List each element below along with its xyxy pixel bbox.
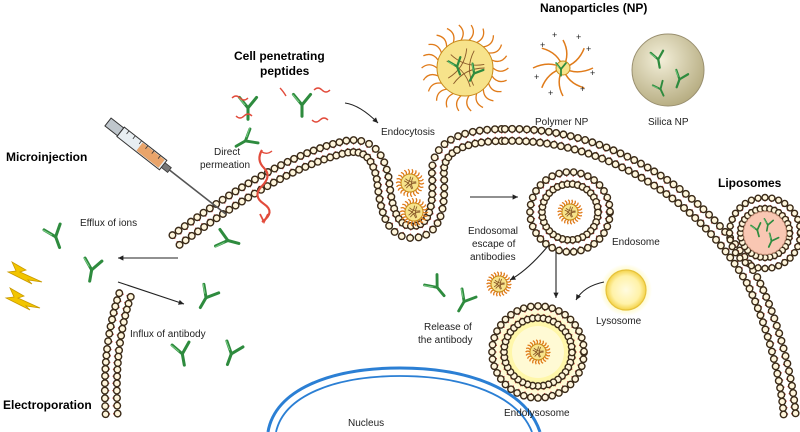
title-liposomes: Liposomes	[718, 176, 782, 190]
label-endosomal-2: escape of	[472, 239, 516, 250]
svg-text:+: +	[552, 30, 557, 40]
released-antibody-2	[457, 287, 478, 313]
label-permeation: permeation	[200, 160, 251, 171]
lightning-icon	[6, 261, 43, 285]
polymer-nanoparticle-icon	[421, 24, 509, 112]
antibody-icon	[555, 62, 567, 77]
arrow-efflux	[118, 255, 178, 261]
antibody-left-2	[83, 256, 104, 283]
label-endocytosis: Endocytosis	[381, 127, 435, 138]
endolysosome-icon	[488, 302, 588, 402]
antibody-inside-3	[170, 340, 191, 367]
label-influx: Influx of antibody	[130, 329, 206, 340]
arrow-endosomal-escape	[509, 245, 549, 281]
svg-text:+: +	[548, 88, 553, 98]
peptide-icon	[261, 150, 273, 154]
svg-text:+: +	[534, 72, 539, 82]
antibody-icon	[767, 232, 780, 248]
cell-membrane-electroporation	[100, 289, 135, 419]
antibody-inside-2	[198, 282, 221, 310]
label-release-1: Release of	[424, 322, 472, 333]
arrow-to-endosome	[470, 194, 518, 200]
antibody-icon	[675, 68, 690, 89]
peptide-icon	[231, 95, 249, 101]
svg-text:+: +	[590, 68, 595, 78]
endolysosome-cargo-np	[525, 339, 551, 365]
antibody-icon	[750, 222, 762, 238]
label-silica-np: Silica NP	[648, 117, 689, 128]
cpp-antibody-3	[234, 127, 260, 148]
endosome-icon	[526, 168, 614, 256]
title-cpp-line1: Cell penetrating	[234, 49, 325, 63]
label-endosomal-1: Endosomal	[468, 226, 519, 237]
nucleus-inner-membrane	[275, 375, 533, 432]
peptide-icon	[313, 87, 331, 93]
antibody-left-1	[42, 222, 62, 250]
antibody-inside-1	[214, 228, 241, 248]
endocytosed-np-2	[399, 197, 429, 227]
antibody-icon	[763, 217, 775, 232]
objects-layer: + + + + + + + +	[4, 24, 705, 367]
peptide-permeation-icon	[256, 149, 271, 223]
peptide-icon	[235, 113, 253, 119]
released-antibody-1	[423, 273, 446, 298]
antibody-icon	[651, 79, 665, 97]
svg-text:+: +	[540, 40, 545, 50]
cationic-polymer-np-icon: + + + + + + + +	[532, 30, 595, 98]
antibody-icon	[649, 49, 665, 69]
liposome-icon	[725, 193, 800, 273]
arrow-influx	[117, 281, 185, 305]
peptide-icon	[279, 87, 287, 97]
cell-membrane-main	[168, 125, 506, 249]
title-microinjection: Microinjection	[6, 150, 88, 164]
label-nucleus: Nucleus	[348, 418, 385, 429]
antibody-icon	[468, 62, 485, 82]
peptide-icon	[311, 117, 329, 123]
silica-nanoparticle-icon	[631, 33, 705, 107]
arrow-to-endolysosome	[553, 252, 559, 298]
title-electroporation: Electroporation	[3, 398, 92, 412]
svg-text:+: +	[576, 32, 581, 42]
svg-text:+: +	[580, 84, 585, 94]
title-cpp-line2: peptides	[260, 64, 310, 78]
cell-membrane	[100, 124, 800, 432]
cell-membrane-right	[500, 124, 800, 419]
label-lysosome: Lysosome	[596, 316, 642, 327]
label-endolysosome: Endolysosome	[504, 408, 570, 419]
label-endosomal-3: antibodies	[470, 252, 516, 263]
antibody-icon	[447, 56, 462, 76]
cpp-antibodies	[231, 87, 331, 225]
vesicles-layer	[488, 168, 800, 402]
lysosome-icon	[605, 269, 647, 311]
label-direct: Direct	[214, 147, 241, 158]
label-efflux: Efflux of ions	[80, 218, 138, 229]
syringe-icon	[104, 117, 227, 215]
escaped-np	[486, 271, 512, 297]
lightning-icon-2	[4, 287, 41, 311]
arrow-endocytosis	[344, 102, 379, 124]
cpp-antibody-2	[291, 92, 313, 118]
arrows-layer	[117, 102, 605, 305]
svg-text:+: +	[586, 44, 591, 54]
label-endosome: Endosome	[612, 237, 660, 248]
endosome-cargo-np	[557, 199, 583, 225]
title-nanoparticles: Nanoparticles (NP)	[540, 1, 648, 15]
label-release-2: the antibody	[418, 335, 473, 346]
endocytosed-np-1	[395, 168, 425, 198]
label-polymer-np: Polymer NP	[535, 117, 589, 128]
nucleus-icon	[266, 366, 542, 432]
arrow-lysosome-fusion	[575, 281, 605, 301]
antibody-inside-4	[225, 339, 245, 367]
cpp-antibody-1	[237, 95, 259, 121]
